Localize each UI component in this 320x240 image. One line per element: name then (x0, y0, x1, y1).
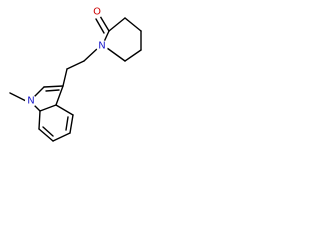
bond-n1-c7a (33, 104, 41, 112)
bond-c6b-c7 (38, 128, 54, 142)
lactam-nitrogen-bg (96, 40, 108, 52)
bond-layer (9, 15, 142, 142)
bond-c6b-c7-inner (42, 126, 54, 137)
bond-c3a-c3 (55, 85, 64, 106)
bond-c3-c2-inner (45, 89, 60, 92)
bond-c7a-c3a (39, 104, 57, 112)
indole-nitrogen-bg (25, 95, 37, 107)
bond-c7-c7a (38, 110, 41, 130)
lactam-nitrogen-label: N (98, 41, 105, 52)
atom-layer: O N N (25, 6, 108, 107)
bond-carbonyl-2 (95, 18, 105, 34)
bond-c2-n1 (33, 86, 45, 98)
bond-n-ch2 (83, 47, 99, 62)
carbonyl-oxygen-label: O (93, 7, 101, 18)
bond-c5b-c6b (52, 132, 71, 142)
bond-c3-c2 (43, 85, 64, 88)
bond-c3-c4 (124, 17, 142, 32)
bond-c2-c3 (108, 17, 126, 32)
indole-nitrogen-label: N (27, 96, 34, 107)
bond-c6-n (106, 47, 126, 62)
bond-ch2-c3indole (62, 68, 68, 87)
bond-n1-methyl (9, 92, 27, 102)
bond-c4-c5b-inner (65, 116, 69, 131)
bond-ch2-ch2 (66, 60, 85, 70)
bond-c4-c5b (69, 114, 74, 134)
bond-carbonyl-1 (99, 15, 110, 32)
molecule-structure: O N N (9, 6, 142, 142)
bond-c3a-c4 (55, 104, 74, 116)
structure-canvas: O N N (0, 0, 150, 150)
bond-c5-c6 (124, 49, 142, 62)
carbonyl-oxygen-bg (91, 6, 103, 18)
